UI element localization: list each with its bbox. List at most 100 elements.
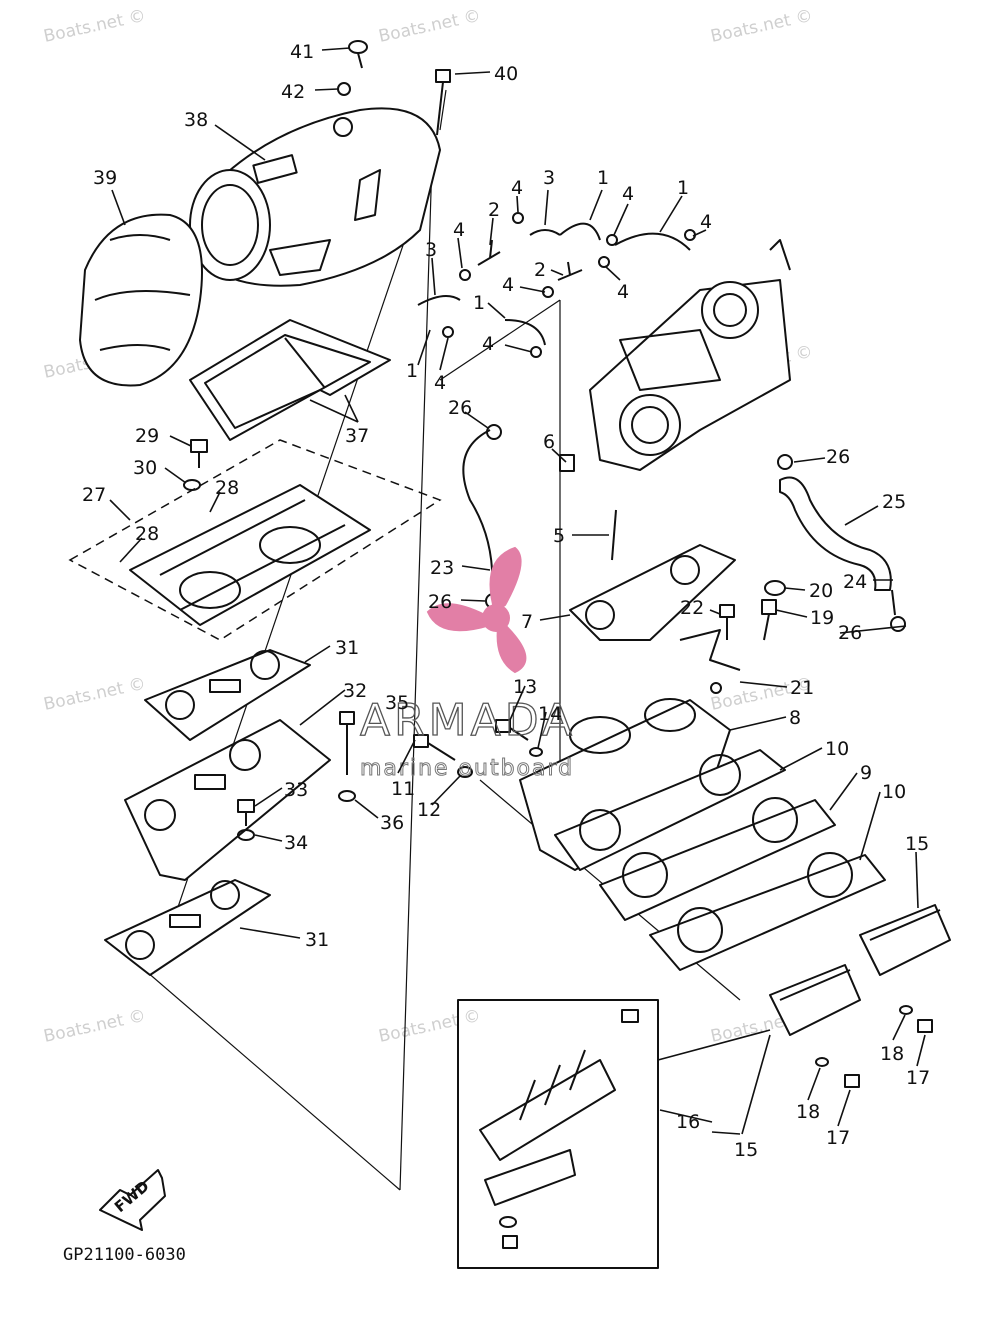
washer-part-14 [529,747,543,757]
callout-2: 2 [534,259,546,281]
callout-4: 4 [617,281,629,303]
plate-part-32 [124,719,331,881]
gasket-part-10-lower [649,852,886,971]
callout-37: 37 [345,425,369,447]
callout-39: 39 [93,167,117,189]
callout-9: 9 [860,762,872,784]
callout-27: 27 [82,484,106,506]
callout-12: 12 [417,799,441,821]
callout-26: 26 [448,397,472,419]
callout-1: 1 [473,292,485,314]
callout-23: 23 [430,557,454,579]
propeller-icon [426,546,527,674]
callout-17: 17 [826,1127,850,1149]
callout-21: 21 [790,677,814,699]
callout-6: 6 [543,431,555,453]
hose-part-25 [779,476,892,591]
fwd-arrow: FWD [99,1169,166,1231]
callout-29: 29 [135,425,159,447]
callout-38: 38 [184,109,208,131]
callout-1: 1 [677,177,689,199]
callout-41: 41 [290,41,314,63]
washer-part-18-right [899,1005,913,1015]
head-cover-assembly-27 [68,439,442,641]
callout-34: 34 [284,832,308,854]
callout-4: 4 [434,372,446,394]
callout-labels: 41 42 40 38 39 3 1 4 1 4 2 4 4 3 2 4 4 1… [82,41,930,1161]
callout-4: 4 [453,219,465,241]
bolt-part-22 [719,604,735,640]
callout-25: 25 [882,491,906,513]
sensor-part-19 [761,599,777,641]
hose-part-1 [504,222,691,346]
brand-name: ARMADA [360,695,576,746]
watermark: Boats.net © [42,6,148,47]
callout-40: 40 [494,63,518,85]
callout-33: 33 [284,779,308,801]
callout-30: 30 [133,457,157,479]
callout-20: 20 [809,580,833,602]
callout-18: 18 [796,1101,820,1123]
bolt-part-35 [339,711,355,775]
watermark: Boats.net © [42,1006,148,1047]
callout-32: 32 [343,680,367,702]
callout-4: 4 [622,183,634,205]
callout-14: 14 [538,703,562,725]
callout-28: 28 [215,477,239,499]
bolt-part-17-left [844,1074,860,1088]
callout-22: 22 [680,597,704,619]
callout-18: 18 [880,1043,904,1065]
callout-4: 4 [482,333,494,355]
bolt-part-33 [237,799,255,826]
grommet-part-42 [337,82,351,96]
reed-valve-part-15-right [859,904,951,976]
callout-5: 5 [553,525,565,547]
callout-4: 4 [511,177,523,199]
intake-hose-part-39 [79,213,203,387]
callout-8: 8 [789,707,801,729]
callout-4: 4 [700,211,712,233]
gasket-part-10-upper [554,749,786,871]
hose-part-3 [417,229,561,306]
callout-17: 17 [906,1067,930,1089]
callout-3: 3 [543,167,555,189]
watermark: Boats.net © [42,674,148,715]
washer-part-30 [183,479,201,491]
watermark: Boats.net © [709,6,815,47]
callout-3: 3 [425,239,437,261]
washer-part-12 [457,766,473,778]
brand-subtitle: marine outboard [360,756,574,781]
callout-19: 19 [810,607,834,629]
callout-31: 31 [335,637,359,659]
cap-part-20 [764,580,786,596]
watermark: Boats.net © [377,1006,483,1047]
tee-fitting-part-2 [477,239,583,281]
bolt-part-29 [190,439,208,468]
callout-28: 28 [135,523,159,545]
reed-valve-inset-part-16 [457,999,659,1269]
callout-42: 42 [281,81,305,103]
hose-part-24 [891,589,896,616]
reed-valve-part-15-left [769,964,861,1036]
callout-7: 7 [521,611,533,633]
leader-lines [109,47,926,1135]
callout-10: 10 [882,781,906,803]
callout-35: 35 [385,692,409,714]
callout-11: 11 [391,778,415,800]
gasket-part-31-lower [104,879,271,976]
callout-4: 4 [502,274,514,296]
gasket-part-7 [569,544,736,641]
bracket-part-21 [679,629,741,694]
washer-part-18-left [815,1057,829,1067]
callout-36: 36 [380,812,404,834]
callout-10: 10 [825,738,849,760]
gasket-part-37 [189,319,391,441]
washer-part-34 [237,829,255,841]
bolt-part-40 [435,69,451,136]
intake-silencer-part-38 [189,107,441,287]
clamp-part-4 [442,212,696,358]
bolt-part-13 [495,719,529,741]
bolt-part-17-right [917,1019,933,1033]
callout-26: 26 [838,622,862,644]
